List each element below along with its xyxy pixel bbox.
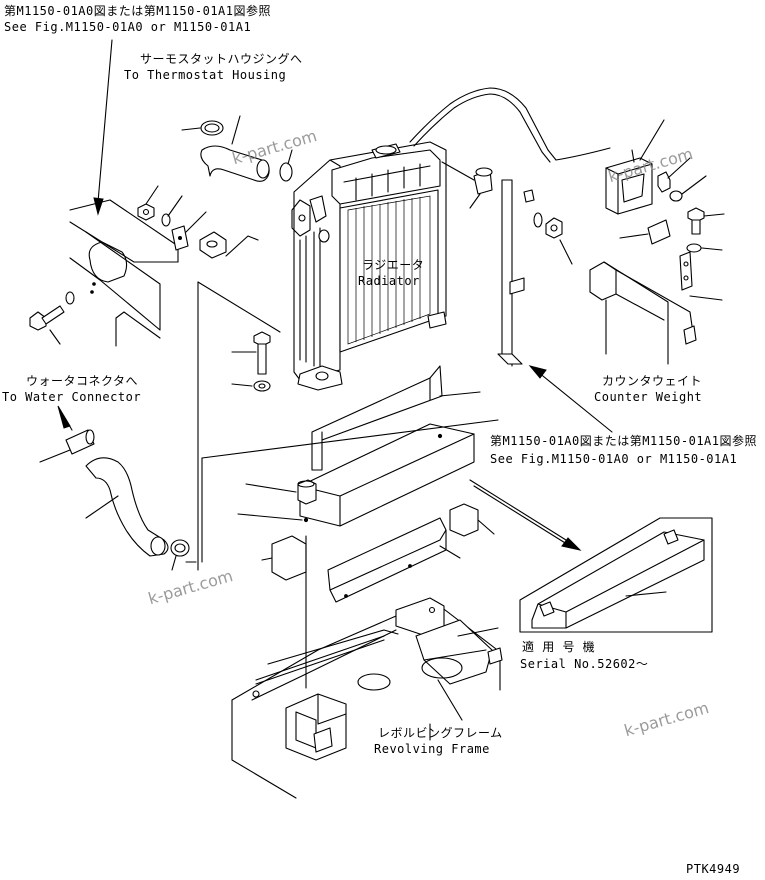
radiator-label-en: Radiator: [358, 274, 420, 288]
ref-mid-jp: 第M1150-01A0図または第M1150-01A1図参照: [490, 434, 757, 448]
reserve-tank: [605, 119, 665, 215]
washer-right: [686, 243, 723, 253]
thermostat-label-en: To Thermostat Housing: [124, 68, 287, 82]
frame-outline: [185, 281, 499, 689]
mount-rubber: [199, 231, 259, 259]
serial-label-jp: 適 用 号 機: [522, 640, 596, 654]
hose-fitting: [441, 161, 493, 209]
overflow-hose: [409, 87, 611, 163]
revolving-label-en: Revolving Frame: [374, 742, 490, 756]
counterweight-label-jp: カウンタウェイト: [602, 374, 703, 388]
stay-washer: [533, 212, 543, 228]
guard-lower: [299, 423, 475, 527]
serial-inset: [469, 479, 713, 633]
hose-thermostat: [200, 115, 270, 182]
water-label-jp: ウォータコネクタへ: [26, 374, 139, 388]
block-left: [261, 535, 307, 581]
bolt-right: [687, 207, 725, 235]
thermostat-label-jp: サーモスタットハウジングへ: [140, 52, 303, 66]
radiator-label-jp: ラジエータ: [362, 258, 425, 272]
water-label-en: To Water Connector: [2, 390, 142, 404]
washer-left-top: [161, 195, 183, 227]
guard-upper: [311, 365, 481, 471]
ref-top-en: See Fig.M1150-01A0 or M1150-01A1: [4, 20, 252, 34]
tank-cap: [657, 157, 691, 193]
nut-left-top: [137, 185, 159, 221]
ref-top-jp: 第M1150-01A0図または第M1150-01A1図参照: [4, 4, 271, 18]
clamp-thermostat-top: [181, 120, 224, 136]
block-small: [449, 503, 495, 537]
bracket-right: [679, 251, 723, 301]
clamp-thermostat-bottom: [279, 149, 293, 182]
plate-lower: [327, 517, 461, 603]
engine-frame-left: [69, 199, 179, 347]
drawing-code: PTK4949: [686, 862, 741, 876]
bracket-left-top: [171, 211, 207, 251]
stay-nut: [545, 217, 573, 265]
revolving-frame: [231, 597, 503, 799]
ref-arrow-middle: [528, 365, 613, 433]
spacer: [237, 479, 317, 523]
bolt-left: [29, 291, 75, 345]
counterweight-label-en: Counter Weight: [594, 390, 703, 404]
ref-mid-en: See Fig.M1150-01A0 or M1150-01A1: [490, 452, 738, 466]
clamp-water: [170, 539, 190, 571]
radiator: [291, 141, 447, 391]
stay: [497, 179, 535, 367]
water-connector-fitting: [39, 405, 95, 463]
hose-water: [85, 457, 169, 557]
revolving-label-jp: レボルビングフレーム: [378, 726, 503, 740]
tank-washer: [669, 175, 707, 202]
bracket-tank: [619, 219, 671, 245]
ref-arrow-top-left: [93, 39, 113, 216]
radiator-bolt: [231, 331, 271, 375]
radiator-washer: [231, 380, 271, 392]
counter-weight: [589, 261, 697, 365]
serial-label-en: Serial No.52602～: [520, 657, 649, 671]
